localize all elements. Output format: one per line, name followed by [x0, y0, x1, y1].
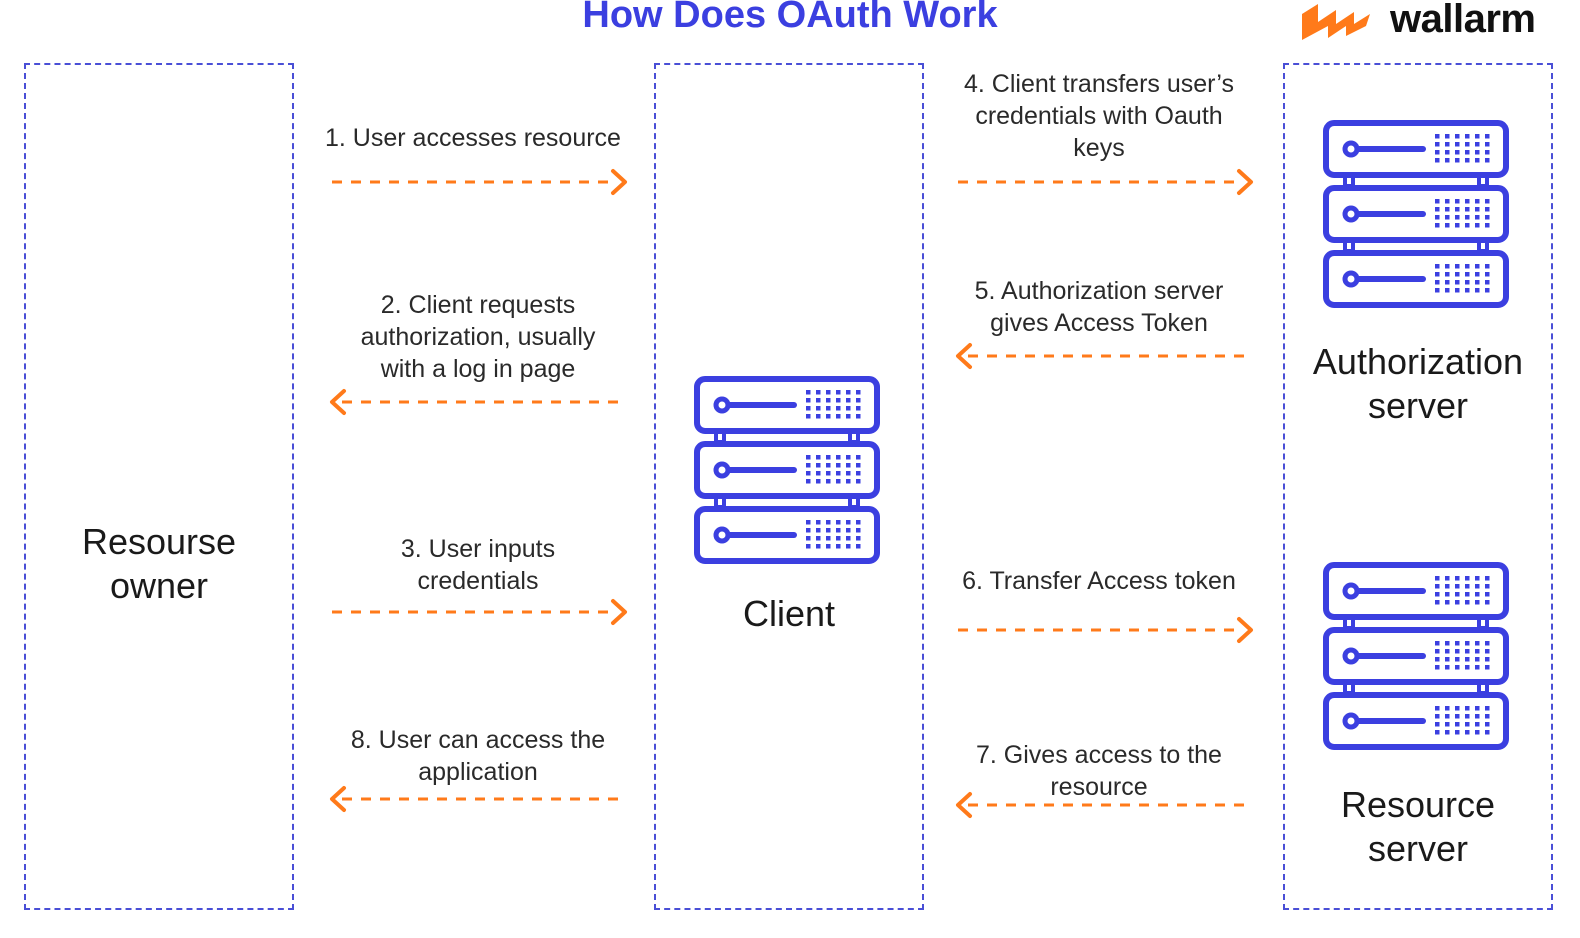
diagram-title: How Does OAuth Work	[582, 0, 998, 36]
step-1-label: 1. User accesses resource	[325, 124, 621, 152]
authorization-server-label: Authorization server	[1312, 341, 1524, 426]
step-3-label: 3. User inputs credentials	[400, 535, 556, 595]
client-server-icon	[694, 376, 882, 571]
wallarm-logo: wallarm	[1296, 0, 1566, 44]
step-2-arrow	[330, 389, 621, 415]
step-8-arrow	[330, 786, 621, 812]
step-4-arrow	[958, 169, 1253, 195]
client-label: Client	[742, 593, 836, 634]
brand-name: wallarm	[1390, 0, 1536, 41]
servers-lane	[1283, 63, 1553, 910]
step-5-label: 5. Authorization server gives Access Tok…	[974, 277, 1224, 337]
resource-server-label: Resource server	[1340, 784, 1496, 869]
step-8-label: 8. User can access the application	[350, 726, 606, 786]
step-6-label: 6. Transfer Access token	[962, 567, 1236, 595]
step-7-arrow	[956, 792, 1247, 818]
wallarm-mark-icon	[1302, 4, 1370, 40]
step-6-arrow	[958, 617, 1253, 643]
step-1-arrow	[332, 169, 627, 195]
resource-owner-label: Resourse owner	[81, 521, 237, 606]
client-lane	[654, 63, 924, 910]
step-2-label: 2. Client requests authorization, usuall…	[360, 291, 596, 383]
step-7-label: 7. Gives access to the resource	[976, 741, 1222, 801]
resource-server-icon	[1323, 562, 1511, 757]
step-3-arrow	[332, 599, 627, 625]
authorization-server-icon	[1323, 120, 1511, 315]
step-5-arrow	[956, 343, 1247, 369]
resource-owner-lane	[24, 63, 294, 910]
step-4-label: 4. Client transfers user’s credentials w…	[963, 70, 1235, 162]
